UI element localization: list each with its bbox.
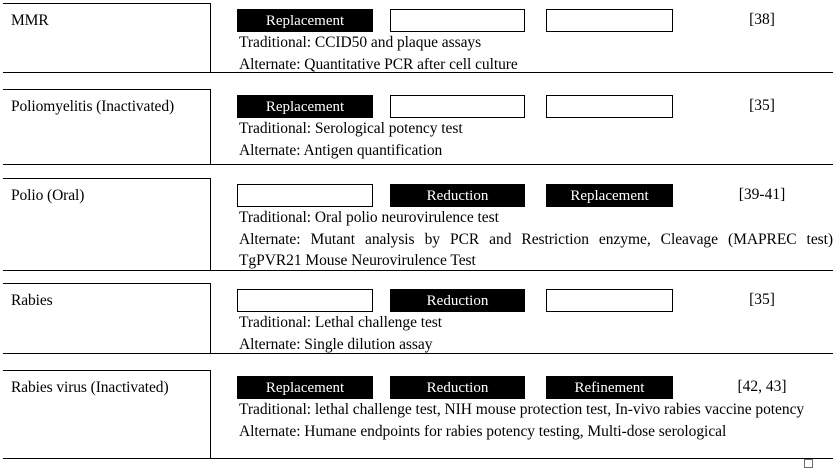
vaccine-name-label: Rabies virus (Inactivated) (11, 379, 169, 396)
method-description: Traditional: Oral polio neurovirulence t… (239, 207, 833, 272)
vaccine-name-label: Polio (Oral) (11, 187, 85, 204)
category-badge-refinement: Refinement (546, 376, 673, 399)
traditional-method-text: Traditional: lethal challenge test, NIH … (239, 401, 805, 418)
vaccine-name-cell: MMR (3, 3, 211, 73)
category-badge-replacement: Replacement (237, 376, 373, 399)
reference-citation: [38] (749, 11, 775, 28)
alternate-method-text: Alternate: Antigen quantification (239, 141, 443, 159)
alternate-method-text: Alternate: Quantitative PCR after cell c… (239, 55, 518, 73)
reference-citation: [42, 43] (737, 378, 787, 395)
row-content-cell: Reduction [35] Traditional: Lethal challen… (211, 285, 833, 355)
category-badge-empty (546, 289, 673, 312)
method-description: Traditional: lethal challenge test, NIH … (239, 399, 833, 442)
vaccine-name-cell: Poliomyelitis (Inactivated) (3, 89, 211, 165)
category-badge-replacement: Replacement (237, 95, 373, 118)
vaccine-name-cell: Rabies virus (Inactivated) (3, 370, 211, 459)
category-badge-empty (237, 184, 373, 207)
traditional-method-text: Traditional: CCID50 and plaque assays (239, 34, 482, 51)
reference-citation: [35] (749, 97, 775, 114)
vaccine-name-label: MMR (11, 12, 49, 29)
page-corner-marker-icon (804, 459, 813, 468)
category-badge-empty (237, 289, 373, 312)
row-divider (3, 270, 833, 271)
category-badge-reduction: Reduction (390, 184, 525, 207)
category-badge-replacement: Replacement (237, 9, 373, 32)
row-divider (3, 353, 833, 354)
category-badge-strip: Replacement [38] (211, 5, 833, 32)
row-divider (3, 72, 833, 73)
category-badge-reduction: Reduction (390, 289, 525, 312)
row-divider (3, 164, 833, 165)
alternate-method-text: Alternate: Humane endpoints for rabies p… (239, 422, 727, 440)
category-badge-empty (546, 9, 673, 32)
category-badge-strip: Reduction Replacement [39-41] (211, 180, 833, 207)
vaccine-name-cell: Rabies (3, 283, 211, 354)
vaccine-name-label: Poliomyelitis (Inactivated) (11, 98, 175, 115)
vaccine-name-label: Rabies (11, 292, 53, 309)
category-badge-strip: Reduction [35] (211, 285, 833, 312)
vaccine-name-cell: Polio (Oral) (3, 178, 211, 271)
category-badge-empty (390, 95, 525, 118)
category-badge-strip: Replacement [35] (211, 91, 833, 118)
category-badge-empty (390, 9, 525, 32)
category-badge-reduction: Reduction (390, 376, 525, 399)
reference-citation: [35] (749, 291, 775, 308)
row-content-cell: Replacement Reduction Refinement [42, 43] Tr… (211, 372, 833, 442)
category-badge-replacement: Replacement (546, 184, 673, 207)
row-divider (3, 458, 833, 459)
row-content-cell: Replacement [38] Traditional: CCID50 and p… (211, 5, 833, 75)
category-badge-empty (546, 95, 673, 118)
category-badge-strip: Replacement Reduction Refinement [42, 43] (211, 372, 833, 399)
row-content-cell: Reduction Replacement [39-41] Traditional: … (211, 180, 833, 272)
traditional-method-text: Traditional: Oral polio neurovirulence t… (239, 209, 499, 226)
reference-citation: [39-41] (738, 186, 786, 203)
traditional-method-text: Traditional: Lethal challenge test (239, 314, 443, 331)
alternate-method-text: Alternate: Mutant analysis by PCR and Re… (239, 230, 833, 270)
alternate-method-text: Alternate: Single dilution assay (239, 335, 433, 353)
row-content-cell: Replacement [35] Traditional: Serological … (211, 91, 833, 161)
traditional-method-text: Traditional: Serological potency test (239, 120, 463, 137)
